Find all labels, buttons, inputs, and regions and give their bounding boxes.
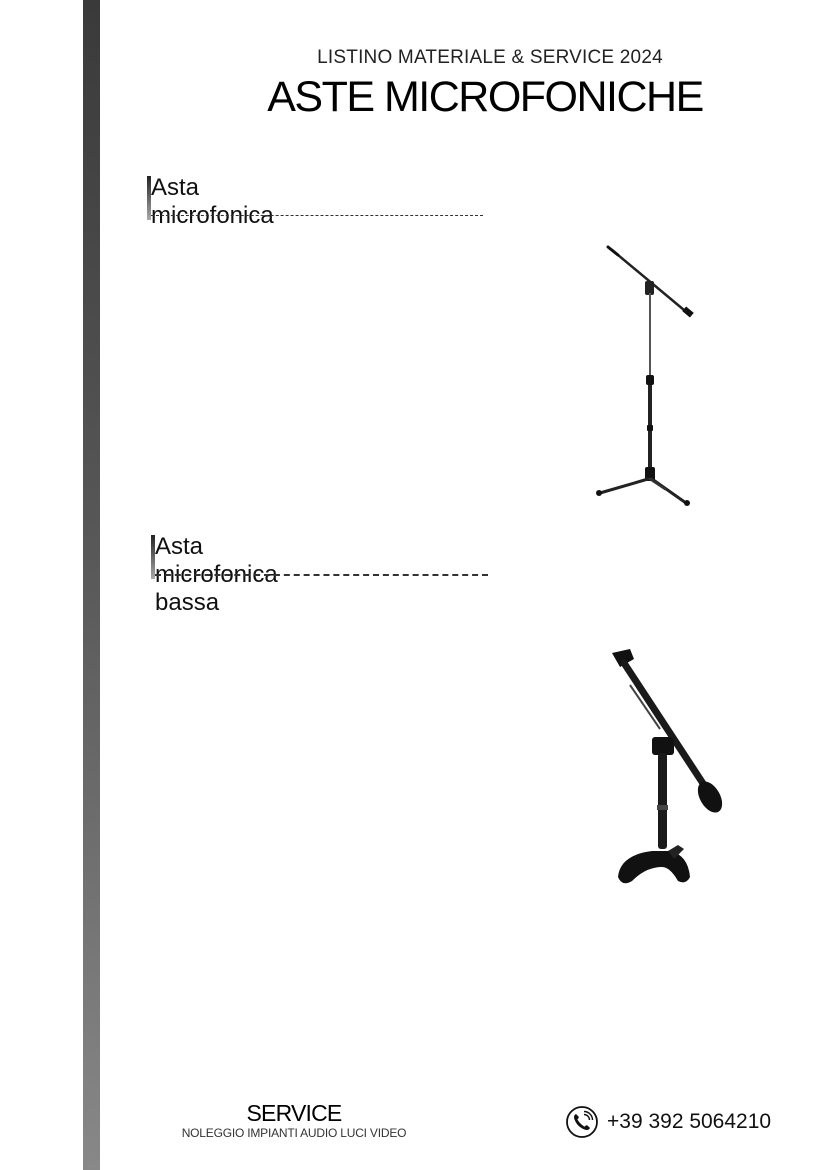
dashed-underline <box>151 215 483 216</box>
brand-tagline: NOLEGGIO IMPIANTI AUDIO LUCI VIDEO <box>181 1126 407 1140</box>
short-boom-mic-stand-image <box>612 649 723 884</box>
brand-name: SERVICE <box>246 1100 343 1126</box>
page-title: ASTE MICROFONICHE <box>267 73 704 121</box>
footer-brand: SERVICE NOLEGGIO IMPIANTI AUDIO LUCI VID… <box>160 1100 428 1140</box>
boom-mic-stand-image <box>596 245 694 506</box>
heading-accent-bar <box>151 535 155 579</box>
dashed-underline <box>155 574 488 576</box>
phone-icon <box>566 1106 598 1138</box>
phone-contact: +39 392 5064210 <box>565 1105 771 1139</box>
section-title: Asta microfonica <box>151 174 274 229</box>
page-subtitle: LISTINO MATERIALE & SERVICE 2024 <box>317 47 663 68</box>
side-accent-bar <box>83 0 100 1170</box>
phone-number[interactable]: +39 392 5064210 <box>607 1110 772 1133</box>
heading-accent-bar <box>147 176 151 220</box>
